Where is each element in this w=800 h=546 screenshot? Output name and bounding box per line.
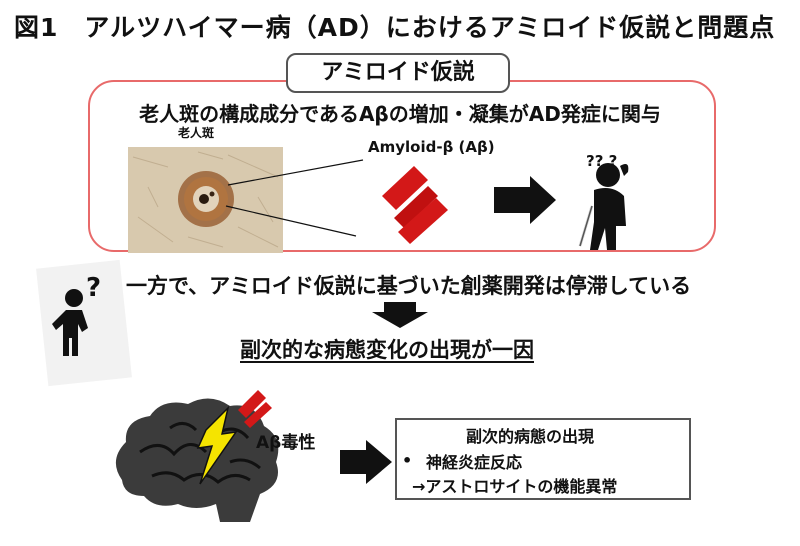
hypothesis-label: アミロイド仮説 xyxy=(286,53,510,93)
figure-title: 図1 アルツハイマー病（AD）におけるアミロイド仮説と問題点 xyxy=(14,13,776,42)
right-arrow-icon xyxy=(494,176,556,224)
amyloid-beta-label: Amyloid-β (Aβ) xyxy=(368,138,495,156)
hypothesis-description: 老人斑の構成成分であるAβの増加・凝集がAD発症に関与 xyxy=(139,102,661,126)
neuroinflammation-item: 神経炎症反応 xyxy=(426,453,523,472)
amyloid-beta-icon xyxy=(382,166,448,244)
confused-person-icon: ? xyxy=(52,273,101,356)
secondary-pathology-title: 副次的病態の出現 xyxy=(466,427,595,446)
senile-plaque-image xyxy=(128,147,283,253)
dementia-question-marks: ?? ? xyxy=(586,152,617,170)
drug-development-statement: 一方で、アミロイド仮説に基づいた創薬開発は停滞している xyxy=(126,274,692,298)
brain-illustration xyxy=(115,390,279,522)
question-mark: ? xyxy=(86,273,101,303)
abeta-toxicity-label: Aβ毒性 xyxy=(256,433,316,453)
lightning-icon xyxy=(196,405,238,485)
down-arrow-icon xyxy=(372,302,428,328)
secondary-pathology-box xyxy=(395,418,691,500)
cause-statement: 副次的な病態変化の出現が一因 xyxy=(240,338,534,362)
bullet: • xyxy=(402,451,413,470)
plaque-label: 老人斑 xyxy=(178,126,215,140)
right-arrow-icon-2 xyxy=(340,440,392,484)
dementia-person-icon xyxy=(578,163,629,250)
astrocyte-dysfunction-item: →アストロサイトの機能異常 xyxy=(412,477,618,496)
amyloid-beta-small-icon xyxy=(238,390,272,428)
